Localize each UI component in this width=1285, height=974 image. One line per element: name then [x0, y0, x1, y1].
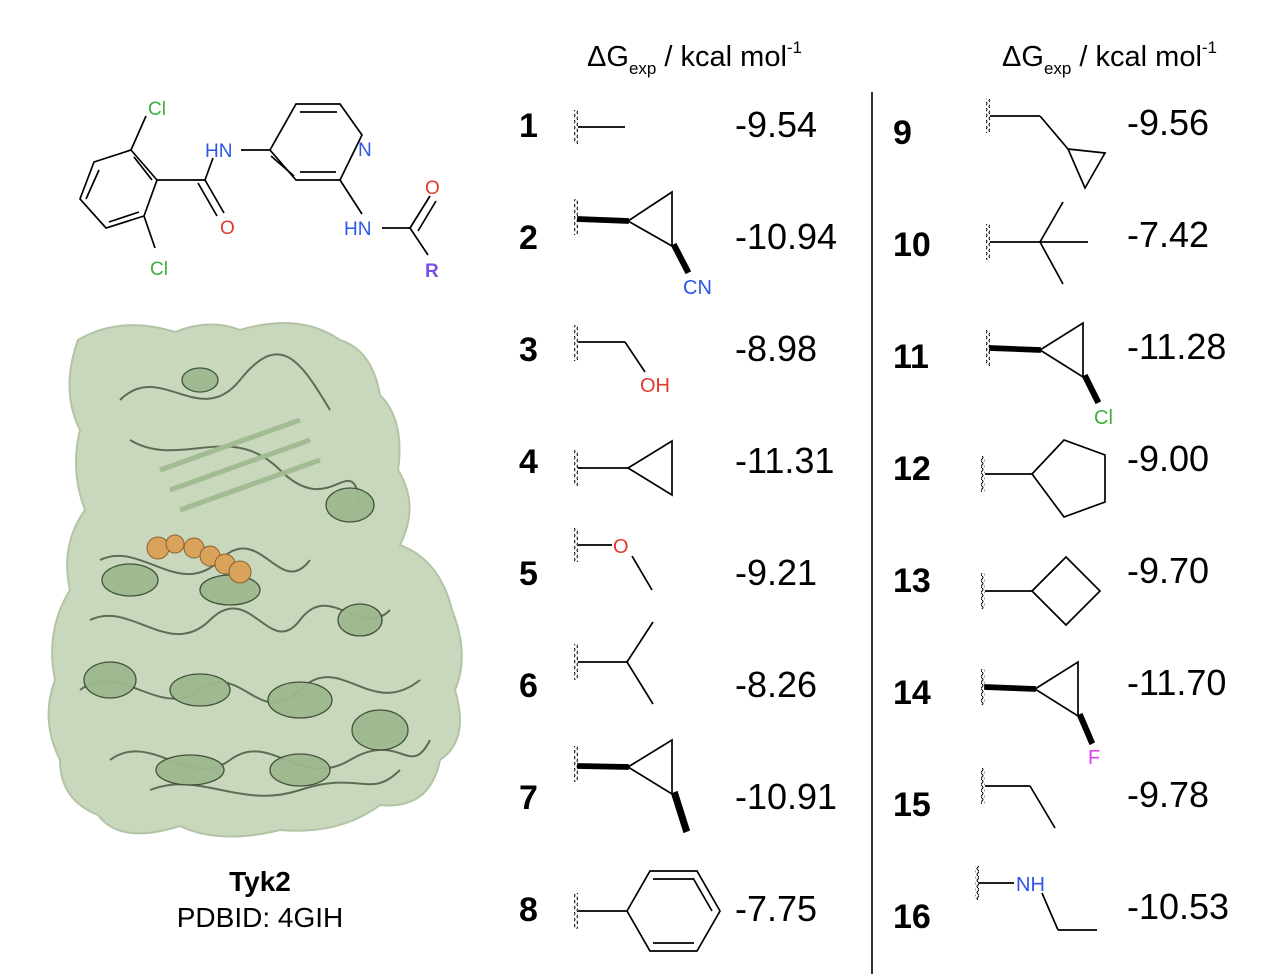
ligand-dg-value: -11.31	[735, 440, 835, 481]
header-unit: / kcal mol	[1071, 41, 1202, 73]
ligand-dg-value: -9.54	[735, 104, 818, 145]
ligand-number: 3	[519, 331, 538, 369]
ligand-number: 4	[519, 443, 538, 481]
atom-cn-2: CN	[683, 277, 712, 299]
atom-hn-urea: HN	[344, 219, 371, 240]
protein-structure-image	[47, 321, 463, 838]
header-delta: ΔG	[587, 41, 629, 73]
header-sup: -1	[786, 38, 803, 57]
ligand-number: 14	[893, 674, 931, 712]
bound-ligand-surface	[146, 534, 252, 584]
ligand-dg-value: -9.70	[1127, 550, 1210, 591]
ligand-number: 13	[893, 562, 931, 600]
ligand-number: 15	[893, 786, 931, 824]
ligand-dg-value: -7.42	[1127, 214, 1210, 255]
substituents-left	[574, 110, 721, 952]
ligand-dg-value: -9.00	[1127, 438, 1210, 479]
ligand-number: 8	[519, 891, 538, 929]
ligand-dg-value: -11.70	[1127, 662, 1227, 703]
ligand-dg-value: -10.91	[735, 776, 838, 817]
atom-f-14: F	[1088, 747, 1100, 769]
ligand-number: 6	[519, 667, 538, 705]
atom-r-group: R	[425, 261, 439, 282]
ligand-dg-value: -7.75	[735, 888, 818, 929]
ligand-number: 16	[893, 898, 931, 936]
scaffold-atom-labels: Cl Cl HN O N HN O R	[148, 99, 440, 282]
ligand-dg-value: -10.53	[1127, 886, 1230, 927]
substituents-right	[975, 99, 1107, 931]
ligand-dg-value: -8.26	[735, 664, 818, 705]
atom-cl-11: Cl	[1094, 407, 1113, 429]
header-sup: -1	[1201, 38, 1218, 57]
atom-o-amide: O	[220, 218, 235, 239]
atom-cl-bottom: Cl	[150, 259, 168, 280]
ligand-dg-value: -11.28	[1127, 326, 1227, 367]
dg-header-right: ΔGexp / kcal mol-1	[1002, 38, 1217, 79]
header-delta: ΔG	[1002, 41, 1044, 73]
header-sub: exp	[628, 59, 657, 78]
atom-oh-3: OH	[640, 375, 670, 397]
atom-hn-amide: HN	[205, 141, 232, 162]
ligand-dg-value: -10.94	[735, 216, 838, 257]
ligand-number: 2	[519, 219, 538, 257]
atom-n-pyridine: N	[358, 140, 372, 161]
pdb-id: PDBID: 4GIH	[176, 902, 344, 933]
dg-header-left: ΔGexp / kcal mol-1	[587, 38, 802, 79]
atom-cl-top: Cl	[148, 99, 166, 120]
atom-o-5: O	[613, 536, 629, 558]
substituent-atoms-right: Cl F NH	[1016, 407, 1113, 896]
atom-nh-16: NH	[1016, 874, 1045, 896]
ligand-number: 7	[519, 779, 538, 817]
ligand-number: 12	[893, 450, 931, 488]
protein-name: Tyk2	[229, 866, 291, 897]
ligand-number: 1	[519, 107, 538, 145]
ligand-number: 11	[893, 338, 929, 376]
ligand-number: 10	[893, 226, 931, 264]
ligand-dg-value: -9.78	[1127, 774, 1210, 815]
ligand-number: 5	[519, 555, 538, 593]
substituent-atoms-left: CN OH O	[613, 277, 712, 558]
ligand-dg-value: -9.56	[1127, 102, 1210, 143]
atom-o-urea: O	[425, 178, 440, 199]
ligand-dg-value: -8.98	[735, 328, 818, 369]
header-sub: exp	[1043, 59, 1072, 78]
header-unit: / kcal mol	[656, 41, 787, 73]
ligand-dg-value: -9.21	[735, 552, 818, 593]
scaffold-structure	[79, 103, 437, 256]
ligand-number: 9	[893, 114, 912, 152]
